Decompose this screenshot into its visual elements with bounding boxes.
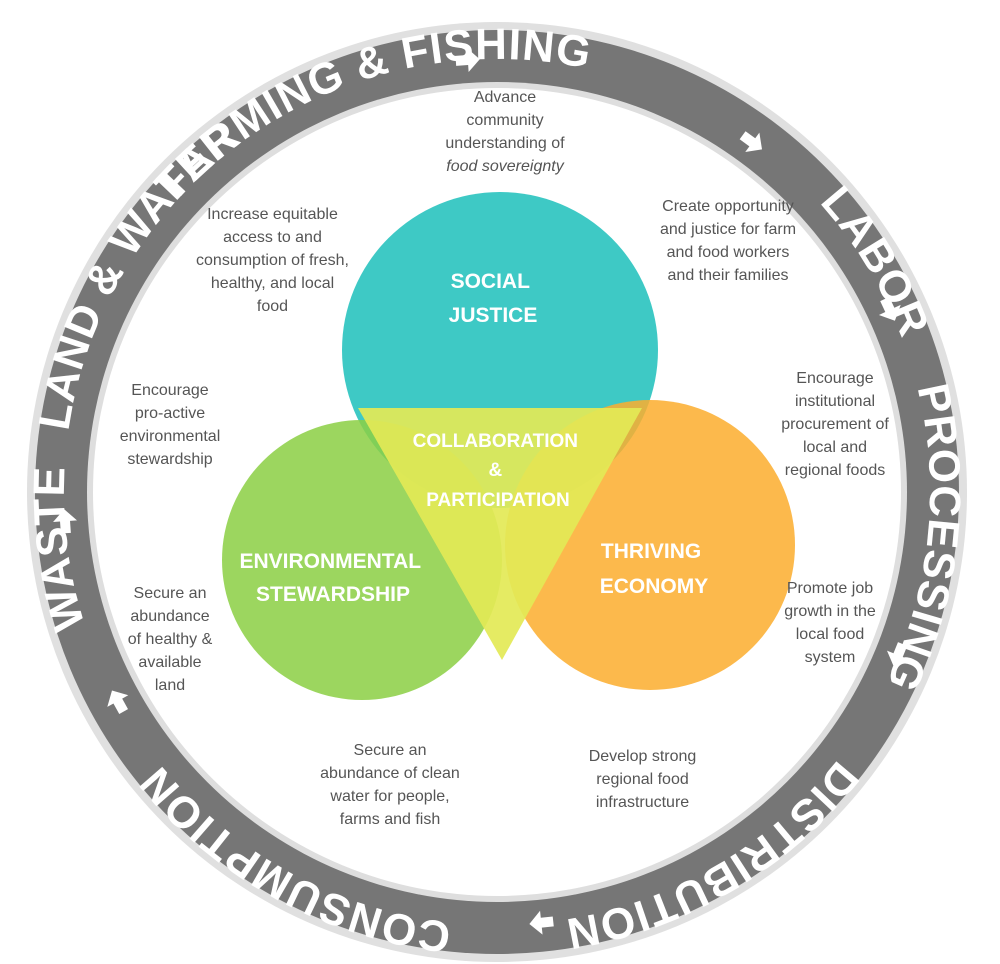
environmental-stewardship-label: ENVIRONMENTAL STEWARDSHIP [239, 550, 426, 606]
note-food-sovereignty: Advance community understanding of food … [445, 89, 565, 175]
venn-circles [222, 192, 795, 700]
ring-arrow-icon [455, 48, 480, 73]
ring-arrow-icon [529, 910, 554, 935]
note-clean-water: Secure an abundance of clean water for p… [320, 742, 460, 828]
ring-arrow-icon [739, 131, 763, 152]
note-opportunity-justice: Create opportunity and justice for farm … [659, 198, 797, 284]
note-regional-infrastructure: Develop strong regional food infrastruct… [588, 748, 697, 811]
ring-arrow-icon [107, 690, 129, 714]
ring-arrows [53, 48, 910, 935]
note-equitable-access: Increase equitable access to and consump… [196, 206, 349, 315]
ring-arrow-icon [53, 509, 78, 534]
social-justice-label: SOCIAL JUSTICE [449, 270, 538, 327]
center-triangle [358, 408, 642, 660]
ring-arrow-icon [878, 296, 901, 321]
collaboration-participation-label: COLLABORATION & PARTICIPATION [413, 431, 584, 511]
note-job-growth: Promote job growth in the local food sys… [784, 580, 876, 666]
note-environmental-stewardship: Encourage pro-active environmental stewa… [119, 382, 221, 468]
note-healthy-land: Secure an abundance of healthy & availab… [127, 585, 213, 694]
ring-arrow-icon [886, 642, 910, 667]
note-institutional-procurement: Encourage institutional procurement of l… [781, 370, 889, 479]
thriving-economy-label: THRIVING ECONOMY [600, 540, 709, 598]
